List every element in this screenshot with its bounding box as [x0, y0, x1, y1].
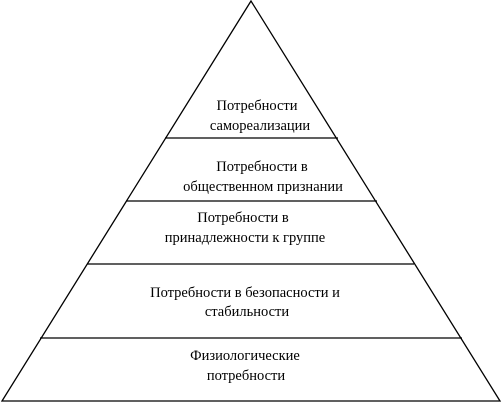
level-label-line: принадлежности к группе	[165, 230, 325, 246]
level-label-line: Потребности в	[216, 159, 308, 175]
level-esteem: Потребности в общественном признании	[183, 159, 343, 195]
level-label-line: потребности	[207, 368, 286, 384]
level-label-line: общественном признании	[183, 179, 343, 195]
level-self-actualization: Потребности самореализации	[210, 98, 311, 134]
level-label-line: Потребности в безопасности и	[150, 285, 340, 301]
level-label-line: самореализации	[210, 118, 311, 134]
level-physiological: Физиологические потребности	[190, 348, 300, 384]
level-label-line: Потребности	[216, 98, 297, 114]
level-label-line: Физиологические	[190, 348, 300, 364]
level-safety: Потребности в безопасности и стабильност…	[150, 285, 340, 320]
level-belonging: Потребности в принадлежности к группе	[165, 210, 325, 246]
level-label-line: стабильности	[205, 304, 290, 320]
level-label-line: Потребности в	[197, 210, 289, 226]
